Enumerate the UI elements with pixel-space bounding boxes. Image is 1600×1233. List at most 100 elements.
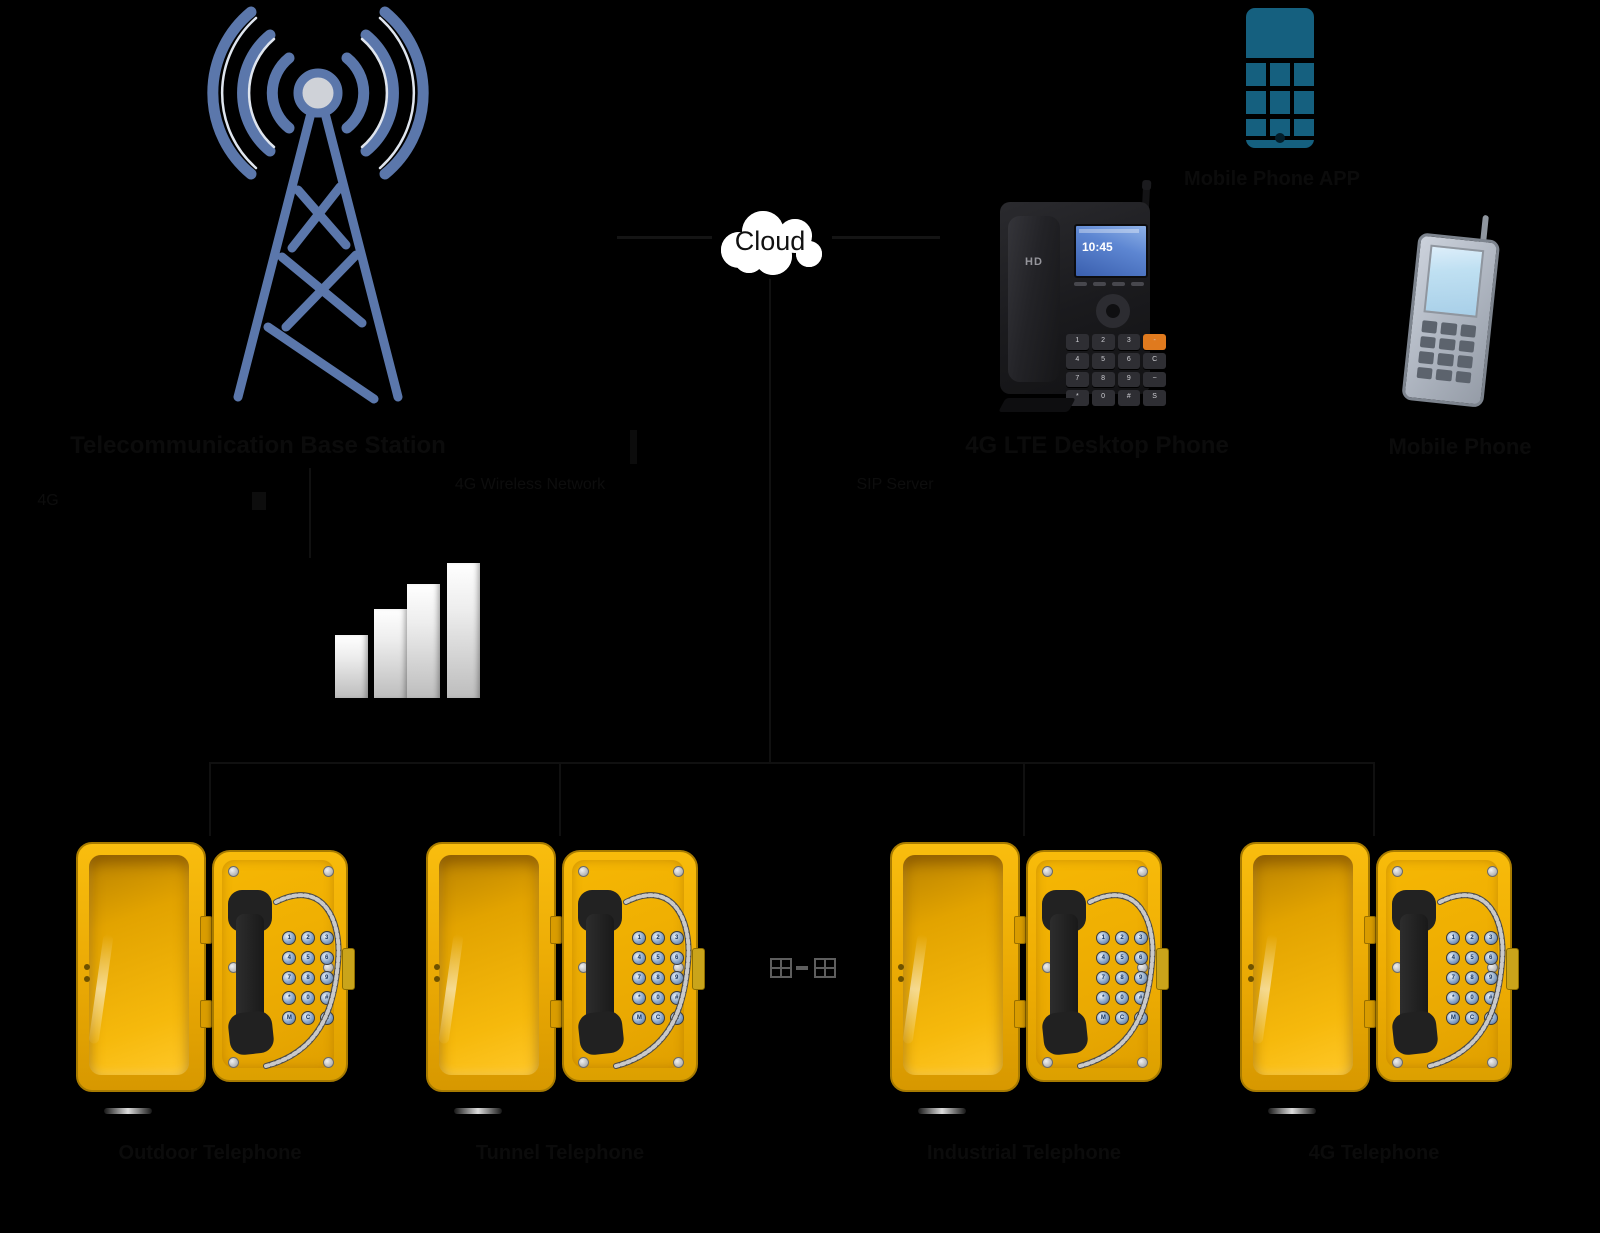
telephone-key: C bbox=[1464, 1011, 1479, 1025]
telephone-key: # bbox=[1133, 991, 1148, 1005]
mobile-phone-app-label: Mobile Phone APP bbox=[1184, 168, 1360, 190]
hinge-icon bbox=[1014, 1000, 1026, 1028]
hinge-icon bbox=[550, 1000, 562, 1028]
screw-icon bbox=[1042, 1057, 1053, 1068]
telephone-key: R bbox=[319, 1011, 334, 1025]
smartphone-home-button-icon bbox=[1275, 133, 1285, 143]
cellphone-keypad bbox=[1416, 320, 1477, 384]
latch-icon bbox=[1506, 948, 1519, 990]
telephone-key: * bbox=[1096, 991, 1111, 1005]
desk-phone-key: 0 bbox=[1091, 390, 1115, 406]
base-station-label: Telecommunication Base Station bbox=[70, 432, 446, 459]
screw-icon bbox=[323, 1057, 334, 1068]
section-divider-bar bbox=[630, 430, 637, 464]
telephone-shadow bbox=[454, 1108, 502, 1114]
telephone-key: M bbox=[1446, 1011, 1461, 1025]
desk-phone-time: 10:45 bbox=[1082, 240, 1113, 254]
telephone-key: 5 bbox=[1114, 951, 1129, 965]
connector-drop-3 bbox=[1023, 762, 1025, 836]
telephone-key: 0 bbox=[650, 991, 665, 1005]
screw-icon bbox=[1137, 866, 1148, 877]
hinge-icon bbox=[1364, 1000, 1376, 1028]
telephone-shadow bbox=[918, 1108, 966, 1114]
telephone-key: 3 bbox=[1133, 931, 1148, 945]
telephone-handset bbox=[576, 890, 626, 1057]
screw-icon bbox=[1392, 1057, 1403, 1068]
cell-tower-icon bbox=[207, 6, 429, 404]
telephone-key: M bbox=[632, 1011, 647, 1025]
telephone-key: * bbox=[1446, 991, 1461, 1005]
hinge-icon bbox=[200, 916, 212, 944]
connector-drop-4 bbox=[1373, 762, 1375, 836]
signal-bar bbox=[447, 563, 480, 698]
desk-phone-key: 9 bbox=[1117, 371, 1141, 388]
telephone-key: 4 bbox=[1446, 951, 1461, 965]
screw-icon bbox=[1392, 866, 1403, 877]
screw-icon bbox=[228, 866, 239, 877]
latch-icon bbox=[342, 948, 355, 990]
telephone-key: R bbox=[1483, 1011, 1498, 1025]
network-left-label: 4G bbox=[37, 492, 59, 509]
telephone-key: 8 bbox=[1114, 971, 1129, 985]
telephone-key: 9 bbox=[1483, 971, 1498, 985]
telephone-handset bbox=[1040, 890, 1090, 1057]
telephone-key: R bbox=[1133, 1011, 1148, 1025]
screw-icon bbox=[323, 866, 334, 877]
desk-phone-softkeys bbox=[1074, 282, 1144, 288]
desk-phone-screen: 10:45 bbox=[1074, 224, 1148, 278]
telephone-key: 7 bbox=[1446, 971, 1461, 985]
telephone-key: 0 bbox=[300, 991, 315, 1005]
telephone-key: C bbox=[650, 1011, 665, 1025]
telephone-key: 6 bbox=[319, 951, 334, 965]
telephone-key: # bbox=[669, 991, 684, 1005]
desk-phone-key: 4 bbox=[1066, 352, 1089, 369]
telephone-key: 7 bbox=[1096, 971, 1111, 985]
telephone-key: 6 bbox=[669, 951, 684, 965]
telephone-key: 8 bbox=[300, 971, 315, 985]
telephone-door bbox=[426, 842, 562, 1092]
desk-phone-key: 8 bbox=[1091, 371, 1115, 388]
telephone-key: 5 bbox=[650, 951, 665, 965]
desk-phone-key: 5 bbox=[1091, 352, 1115, 369]
signal-bar bbox=[374, 609, 407, 698]
network-mid-label: 4G Wireless Network bbox=[454, 476, 606, 493]
hinge-icon bbox=[550, 916, 562, 944]
telephone-key: 6 bbox=[1133, 951, 1148, 965]
cellphone-screen bbox=[1423, 244, 1485, 318]
connector-tower-signal bbox=[309, 468, 311, 558]
desk-phone-key: C bbox=[1143, 352, 1166, 369]
sip-server-label: SIP Server bbox=[856, 476, 934, 493]
hinge-icon bbox=[200, 1000, 212, 1028]
cellphone-icon bbox=[1398, 214, 1502, 410]
connector-bus bbox=[209, 762, 1375, 764]
telephone-door bbox=[890, 842, 1026, 1092]
screw-icon bbox=[1487, 866, 1498, 877]
telephone-key: 8 bbox=[650, 971, 665, 985]
desk-phone-key: 2 bbox=[1091, 334, 1115, 350]
telephone-key: 6 bbox=[1483, 951, 1498, 965]
junction-node bbox=[252, 492, 266, 510]
telephone-shadow bbox=[104, 1108, 152, 1114]
telephone-key: 1 bbox=[1096, 931, 1111, 945]
telephone-shadow bbox=[1268, 1108, 1316, 1114]
telephone-key: C bbox=[1114, 1011, 1129, 1025]
desk-phone-key: - bbox=[1143, 334, 1166, 350]
screw-icon bbox=[228, 1057, 239, 1068]
cloud-shape: Cloud bbox=[703, 196, 837, 284]
telephone-key: 9 bbox=[319, 971, 334, 985]
telephone-handset bbox=[1390, 890, 1440, 1057]
telephone-key: R bbox=[669, 1011, 684, 1025]
screw-icon bbox=[673, 866, 684, 877]
